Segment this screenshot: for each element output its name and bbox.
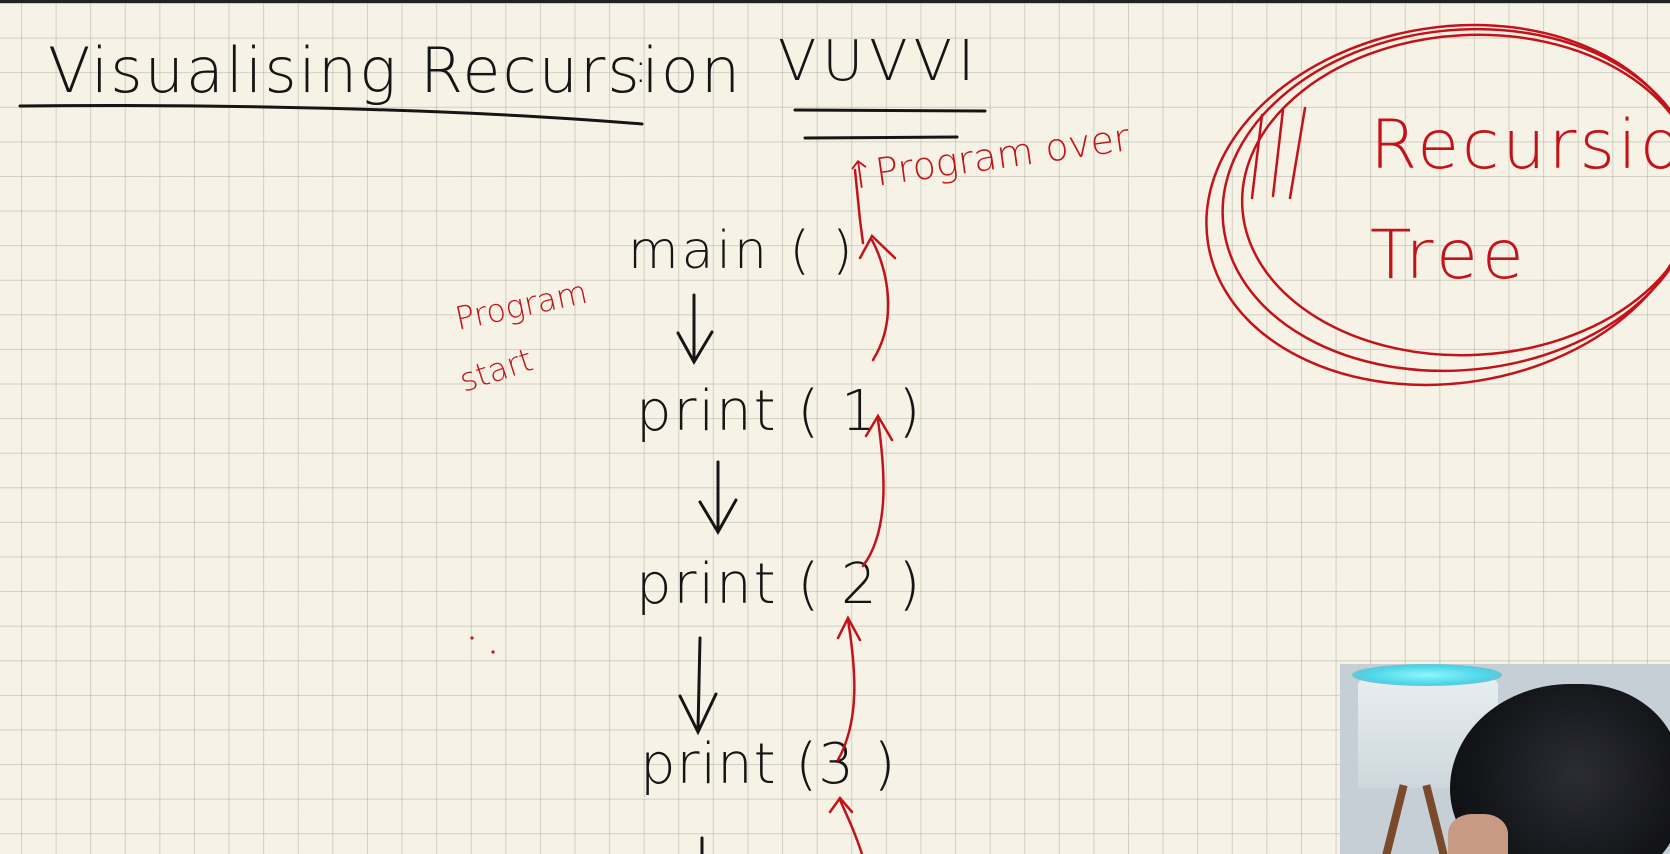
recursion-tree-label-line2: Tree xyxy=(1370,216,1528,295)
top-word: VUVVI xyxy=(778,29,980,94)
recursion-tree-circles xyxy=(1205,23,1670,387)
return-arrow-print1 xyxy=(861,418,885,568)
down-arrows xyxy=(676,293,738,854)
lamp-leg-right xyxy=(1422,784,1450,854)
title-colon: : xyxy=(634,46,647,92)
call-main: main ( ) xyxy=(628,221,856,281)
call-print-1: print ( 1 ) xyxy=(636,379,922,444)
return-arrow-program-over xyxy=(853,168,865,245)
title-underline xyxy=(18,104,644,126)
stray-dot-1 xyxy=(470,636,474,640)
top-word-underline-1 xyxy=(793,108,987,113)
program-start-label-line2: start xyxy=(455,340,538,399)
return-arrow-print1-head xyxy=(864,413,894,442)
board-title: Visualising Recursion xyxy=(48,34,742,107)
recursion-tree-hash-marks xyxy=(1250,106,1307,200)
return-arrow-print3-head xyxy=(828,795,854,814)
presenter-webcam-overlay xyxy=(1340,664,1670,854)
lamp-glow xyxy=(1352,664,1502,686)
lamp-leg-left xyxy=(1380,784,1408,854)
recursion-tree-label-line1: Recursion xyxy=(1370,106,1670,185)
return-arrow-print2 xyxy=(836,618,856,762)
top-edge-bar xyxy=(0,0,1670,3)
return-arrow-print3 xyxy=(838,798,864,854)
return-arrow-print2-head xyxy=(836,615,862,642)
down-arrow-1-head xyxy=(676,330,714,366)
return-arrows xyxy=(828,168,897,854)
down-arrow-2-head xyxy=(698,498,738,535)
down-arrow-3 xyxy=(696,636,702,732)
stray-dot-2 xyxy=(491,650,495,654)
program-over-label: ↑Program over xyxy=(841,115,1132,199)
program-start-label-line1: Program xyxy=(452,273,591,338)
presenter-face xyxy=(1448,814,1508,854)
call-print-3: print (3 ) xyxy=(640,732,897,797)
top-word-underline-2 xyxy=(803,135,959,140)
call-print-2: print ( 2 ) xyxy=(636,552,922,617)
return-arrow-main-head xyxy=(858,233,897,260)
return-arrow-main xyxy=(870,238,890,362)
down-arrow-4-head xyxy=(678,692,718,736)
